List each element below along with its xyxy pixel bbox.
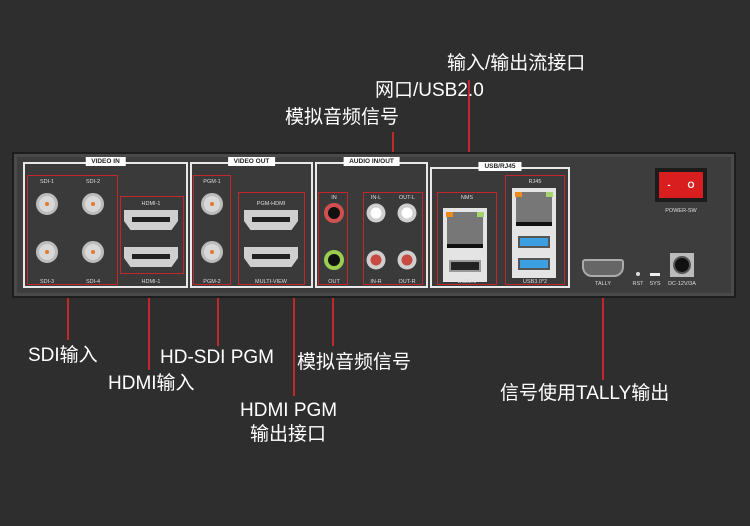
hdmi-in-group <box>120 196 184 274</box>
callout-line-stream <box>468 80 470 168</box>
rca-group <box>363 192 423 285</box>
multiview-hdmi-port <box>244 247 298 267</box>
nms-rj45-usb2-port <box>443 208 487 282</box>
label-sdi-3: SDI-3 <box>39 279 55 285</box>
callout-line-sdi <box>67 288 69 340</box>
section-title: VIDEO OUT <box>227 157 276 166</box>
pgm-hdmi-group <box>238 192 305 285</box>
label-tally: TALLY <box>595 281 611 287</box>
sdi-3-port <box>36 241 58 263</box>
label-sdi-1: SDI-1 <box>39 179 55 185</box>
label-multiview: MULTI-VIEW <box>255 279 287 285</box>
sdi-4-port <box>82 241 104 263</box>
label-audio-in: IN <box>331 195 337 201</box>
label-audio-out: OUT <box>328 279 340 285</box>
audio-out-jack <box>324 250 344 270</box>
sdi-group <box>27 175 118 285</box>
callout-line-tally <box>602 292 604 380</box>
section-title: VIDEO IN <box>85 157 126 166</box>
label-rj45: RJ45 <box>528 179 542 185</box>
section-title: AUDIO IN/OUT <box>343 157 400 166</box>
section-title: USB/RJ45 <box>478 162 522 171</box>
callout-stream-io: 输入/输出流接口 <box>447 53 586 74</box>
callout-hdmi-pgm: HDMI PGM <box>240 400 338 421</box>
sys-led <box>650 273 660 276</box>
label-rst: RST <box>632 281 644 287</box>
callout-line-hdmi-pgm <box>293 288 295 396</box>
dc-power-jack <box>670 253 694 277</box>
hdmi-in-port-1 <box>124 210 178 230</box>
label-dc: DC-12V/3A <box>668 281 696 287</box>
callout-hdmi-input: HDMI输入 <box>108 373 195 394</box>
power-off-mark: - <box>667 180 671 190</box>
callout-analog-audio-bottom: 模拟音频信号 <box>297 352 412 373</box>
pgm-sdi-group <box>193 175 231 285</box>
rca-in-l <box>366 203 386 223</box>
rca-out-r <box>397 250 417 270</box>
label-nms: NMS <box>460 195 474 201</box>
pgm-2-port <box>201 241 223 263</box>
label-sys: SYS <box>649 281 661 287</box>
label-hdmi-in-bottom: HDMI-1 <box>141 279 161 285</box>
rj45-usb3-port <box>512 188 556 278</box>
power-on-mark: O <box>687 180 695 190</box>
label-pgm-2: PGM-2 <box>203 279 221 285</box>
audio-jack-group <box>318 192 348 285</box>
label-out-l: OUT-L <box>398 195 416 201</box>
label-usb3: USB3.0*2 <box>522 279 548 285</box>
callout-hdsdi-pgm: HD-SDI PGM <box>160 347 274 368</box>
label-out-r: OUT-R <box>398 279 416 285</box>
callout-hdmi-pgm-output: 输出接口 <box>250 424 327 445</box>
label-power-sw: POWER-SW <box>665 208 697 214</box>
callout-analog-audio-top: 模拟音频信号 <box>285 107 400 128</box>
callout-sdi-input: SDI输入 <box>28 345 98 366</box>
label-hdmi-in-top: HDMI-1 <box>141 201 161 207</box>
rj45-group <box>505 175 565 285</box>
callout-line-audio-out <box>332 288 334 346</box>
callout-line-hdmi <box>148 274 150 370</box>
sdi-2-port <box>82 193 104 215</box>
callout-tally-output: 信号使用TALLY输出 <box>500 383 670 404</box>
pgm-1-port <box>201 193 223 215</box>
sdi-1-port <box>36 193 58 215</box>
label-pgm-1: PGM-1 <box>203 179 221 185</box>
label-sdi-4: SDI-4 <box>85 279 101 285</box>
nms-group <box>437 192 497 285</box>
rca-in-r <box>366 250 386 270</box>
pgm-hdmi-port <box>244 210 298 230</box>
hdmi-in-port-2 <box>124 247 178 267</box>
tally-db9-port <box>582 259 624 277</box>
label-in-r: IN-R <box>370 279 382 285</box>
label-pgm-hdmi: PGM-HDMI <box>256 201 286 207</box>
section-video-out: VIDEO OUT <box>190 157 313 288</box>
rca-out-l <box>397 203 417 223</box>
rst-button[interactable] <box>636 272 640 276</box>
callout-line-hdsdi <box>217 288 219 346</box>
audio-in-jack <box>324 203 344 223</box>
label-usb2: USB2.0 <box>457 279 477 285</box>
label-sdi-2: SDI-2 <box>85 179 101 185</box>
power-switch[interactable]: - O <box>655 168 707 202</box>
label-in-l: IN-L <box>370 195 382 201</box>
callout-network-usb: 网口/USB2.0 <box>375 80 484 101</box>
